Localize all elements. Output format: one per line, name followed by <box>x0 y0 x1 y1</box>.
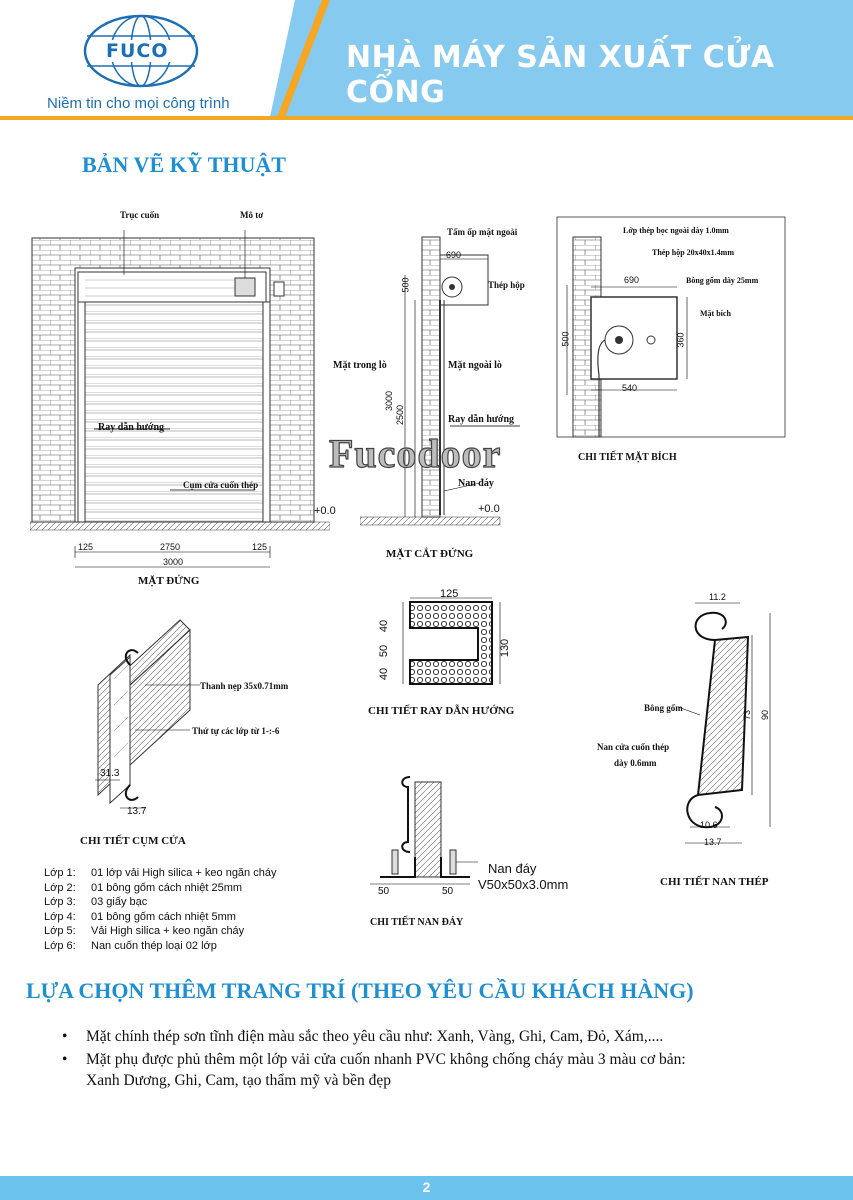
label-truc-cuon: Trục cuốn <box>120 210 160 220</box>
label-thep-hop-20x40: Thép hộp 20x40x1.4mm <box>652 248 735 257</box>
dim-690-section: 690 <box>446 250 462 260</box>
dim-40-top-rail: 40 <box>378 619 391 633</box>
layer-list: Lớp 1:01 lớp vải High silica + keo ngăn … <box>44 866 276 954</box>
dim-360-flange: 360 <box>675 332 686 348</box>
caption-chi-tiet-nan-day: CHI TIẾT NAN ĐÁY <box>370 917 464 928</box>
page-header: FUCO Niềm tin cho mọi công trình NHÀ MÁY… <box>0 0 853 124</box>
label-mo-to: Mô tơ <box>240 210 264 220</box>
flange-drawing <box>556 216 786 438</box>
label-ray-dan-huong-section: Ray dẫn hướng <box>448 414 515 425</box>
elevation-drawing <box>30 230 330 568</box>
caption-chi-tiet-cum-cua: CHI TIẾT CỤM CỬA <box>80 835 186 847</box>
dim-40-bottom-rail: 40 <box>378 667 391 681</box>
caption-chi-tiet-ray: CHI TIẾT RAY DẪN HƯỚNG <box>368 705 515 717</box>
dim-125-right: 125 <box>252 542 268 552</box>
dim-2500-section: 2500 <box>395 404 406 426</box>
decoration-options-list: Mặt chính thép sơn tĩnh điện màu sắc the… <box>62 1026 702 1093</box>
bottom-slat-drawing <box>370 776 478 885</box>
label-mat-ngoai-lo: Mặt ngoài lò <box>448 360 502 371</box>
dim-90: 90 <box>760 709 771 721</box>
dim-73: 73 <box>742 709 753 721</box>
label-nan-cua-cuon-thep: Nan cửa cuốn thép <box>597 742 670 752</box>
dim-3000: 3000 <box>163 557 184 567</box>
dim-2750: 2750 <box>160 542 181 552</box>
dim-11-2: 11.2 <box>709 592 726 602</box>
label-cum-cua-cuon-thep: Cụm cửa cuốn thép <box>183 480 259 490</box>
section-drawing <box>360 236 520 526</box>
dim-31-3: 31.3 <box>100 768 120 779</box>
caption-chi-tiet-nan-thep: CHI TIẾT NAN THÉP <box>660 876 769 888</box>
guide-rail-drawing <box>402 597 501 685</box>
caption-chi-tiet-mat-bich: CHI TIẾT MẶT BÍCH <box>578 452 677 463</box>
label-bong-gom-25mm: Bông gốm dày 25mm <box>686 276 759 285</box>
layer-item: Lớp 6:Nan cuốn thép loại 02 lớp <box>44 939 217 952</box>
section-title-technical-drawing: BẢN VẼ KỸ THUẬT <box>82 152 286 177</box>
fuco-logo-icon <box>83 14 199 88</box>
label-nan-day-bottom: Nan đáy <box>488 861 537 876</box>
dim-500-section: 500 <box>400 277 411 293</box>
label-thanh-nep: Thanh nẹp 35x0.71mm <box>200 681 289 691</box>
watermark: Fucodoor <box>328 430 502 476</box>
dim-10-6: 10.6 <box>700 820 718 830</box>
list-item: Mặt phụ được phủ thêm một lớp vải cửa cu… <box>62 1049 702 1091</box>
label-lop-thep-boc: Lớp thép bọc ngoài dày 1.0mm <box>623 226 729 235</box>
label-thu-tu-lop: Thứ tự các lớp từ 1-:-6 <box>192 726 280 736</box>
list-item: Mặt chính thép sơn tĩnh điện màu sắc the… <box>62 1026 702 1047</box>
label-ray-dan-huong: Ray dẫn hướng <box>98 422 165 433</box>
layer-item: Lớp 2:01 bông gốm cách nhiệt 25mm <box>44 881 243 894</box>
page-title: NHÀ MÁY SẢN XUẤT CỬA CỔNG <box>346 40 775 110</box>
page-number: 2 <box>422 1179 431 1195</box>
caption-mat-cat-dung: MẶT CẮT ĐỨNG <box>386 548 474 560</box>
steel-slat-drawing <box>677 602 771 844</box>
label-nan-day: Nan đáy <box>458 478 494 489</box>
dim-13-7-assembly: 13.7 <box>127 806 147 817</box>
door-assembly-drawing <box>95 619 200 809</box>
layer-item: Lớp 5:Vải High silica + keo ngăn cháy <box>44 925 245 938</box>
header-banner <box>0 0 853 120</box>
caption-mat-dung: MẶT ĐỨNG <box>138 575 200 587</box>
dim-500-flange: 500 <box>560 331 571 347</box>
label-day-0-6mm: dày 0.6mm <box>614 758 657 768</box>
layer-item: Lớp 4:01 bông gốm cách nhiệt 5mm <box>44 910 236 923</box>
label-tam-op-mat-ngoai: Tấm ốp mặt ngoài <box>447 227 518 237</box>
dim-3000-section: 3000 <box>384 390 395 412</box>
dim-540-flange: 540 <box>622 383 638 393</box>
label-mat-trong-lo: Mặt trong lò <box>333 360 387 371</box>
section-title-decoration-options: LỰA CHỌN THÊM TRANG TRÍ (THEO YÊU CẦU KH… <box>26 978 694 1003</box>
dim-125-left: 125 <box>78 542 94 552</box>
layer-item: Lớp 3:03 giấy bạc <box>44 896 148 909</box>
level-mark: +0.0 <box>314 505 336 517</box>
tagline: Niềm tin cho mọi công trình <box>47 95 230 112</box>
page-footer: 2 <box>0 1176 853 1200</box>
level-mark-section: +0.0 <box>478 503 500 515</box>
dim-125-rail: 125 <box>440 588 459 600</box>
dim-50-left: 50 <box>378 886 390 897</box>
dim-13-7-slat: 13.7 <box>704 837 722 847</box>
label-bong-gom-slat: Bông gốm <box>644 703 683 713</box>
dim-50-rail: 50 <box>378 644 391 658</box>
label-thep-hop: Thép hộp <box>488 280 525 290</box>
dim-690-flange: 690 <box>624 275 640 285</box>
dim-50-right: 50 <box>442 886 454 897</box>
label-v50x50: V50x50x3.0mm <box>478 877 569 892</box>
label-mat-bich: Mặt bích <box>700 309 731 318</box>
logo-text: FUCO <box>106 40 169 62</box>
layer-item: Lớp 1:01 lớp vải High silica + keo ngăn … <box>44 867 277 879</box>
dim-130-rail: 130 <box>499 638 512 658</box>
